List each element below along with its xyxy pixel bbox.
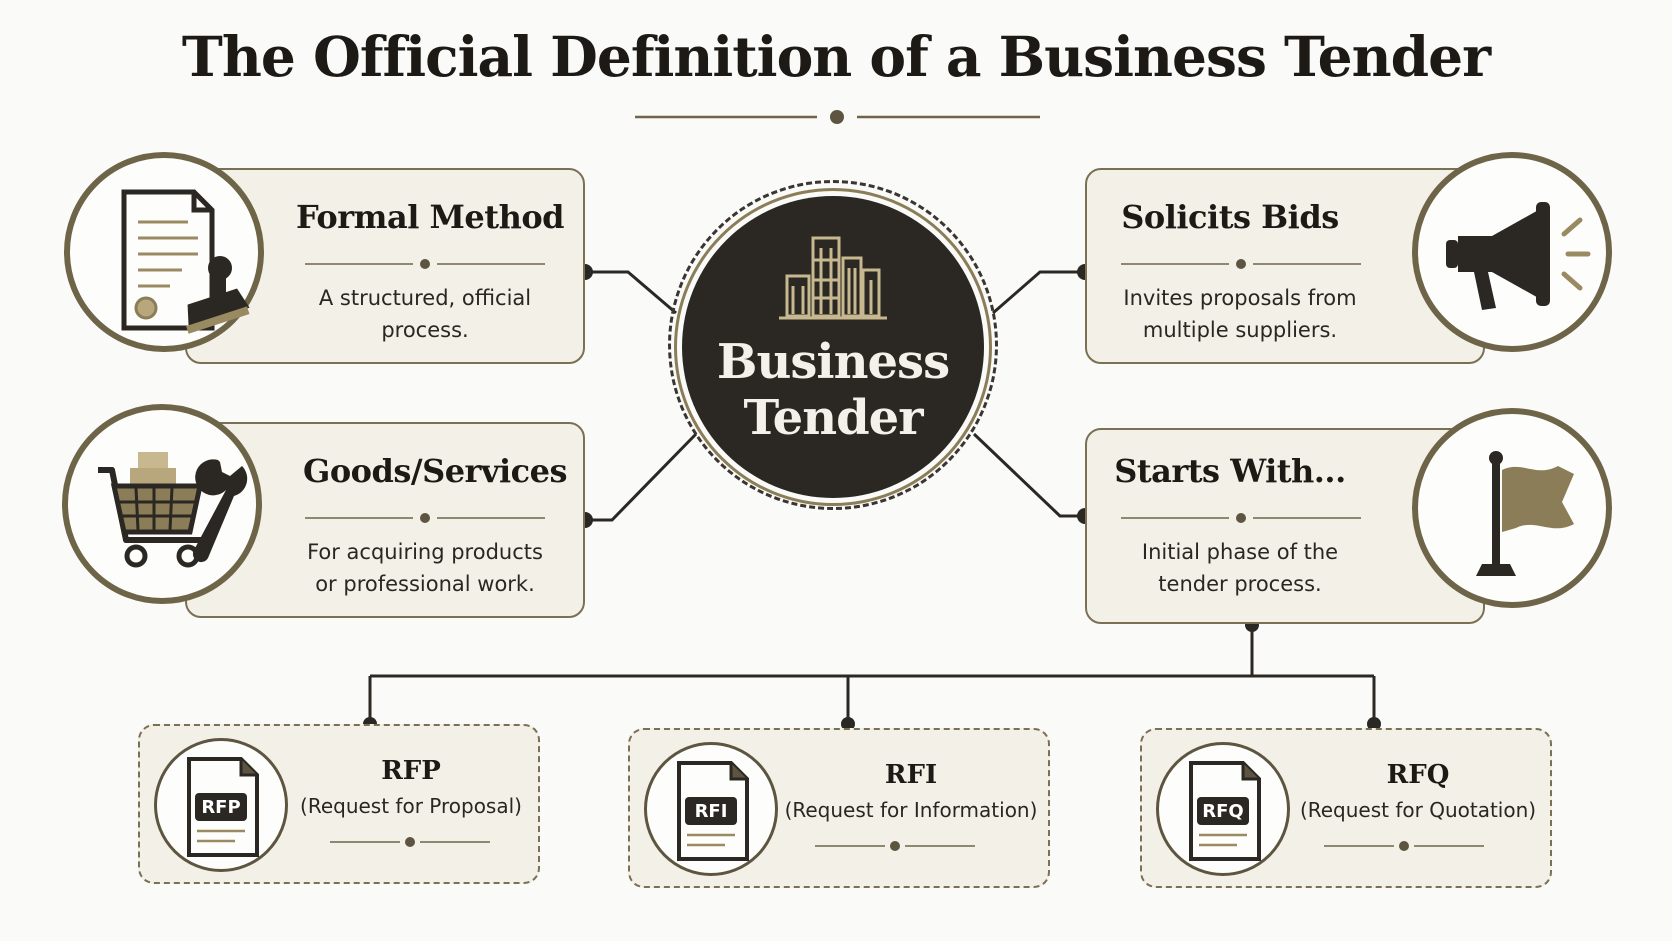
- request-card-rfi: RFI RFI (Request for Information): [628, 728, 1050, 888]
- request-subtitle: (Request for Information): [784, 798, 1038, 822]
- doc-icon-circle: RFQ: [1156, 742, 1290, 876]
- request-card-rfq: RFQ RFQ (Request for Quotation): [1140, 728, 1552, 888]
- card-divider: [1121, 513, 1361, 523]
- card-title: Goods/Services: [302, 452, 568, 490]
- request-title: RFI: [884, 760, 938, 790]
- center-hub-dashed-ring: [668, 180, 998, 510]
- title-divider: [635, 110, 1040, 124]
- card-divider: [1121, 259, 1361, 269]
- card-description: Initial phase of the tender process.: [1141, 540, 1339, 596]
- card-divider: [305, 259, 545, 269]
- shopping-cart-wrench-icon: [98, 452, 248, 568]
- doc-divider: [815, 841, 975, 851]
- page-title: The Official Definition of a Business Te…: [181, 24, 1491, 89]
- doc-icon-circle: RFP: [154, 738, 288, 872]
- doc-icon-circle: RFI: [644, 742, 778, 876]
- card-title: Starts With...: [1114, 452, 1346, 490]
- card-description: A structured, official process.: [318, 286, 532, 342]
- document-icon: RFQ: [1189, 761, 1261, 861]
- document-icon: RFP: [187, 757, 259, 857]
- building-icon: [779, 236, 887, 320]
- card-goods-services: Goods/Services For acquiring products or…: [185, 422, 585, 618]
- flag-icon: [1476, 451, 1574, 576]
- document-icon: RFI: [677, 761, 749, 861]
- request-title: RFQ: [1386, 760, 1450, 790]
- card-description: Invites proposals from multiple supplier…: [1123, 286, 1357, 342]
- request-subtitle: (Request for Proposal): [300, 794, 522, 818]
- solicits-bids-icon-circle: [1412, 152, 1612, 352]
- doc-badge-label: RFP: [201, 797, 240, 818]
- goods-services-icon-circle: [62, 404, 262, 604]
- starts-with-icon-circle: [1412, 408, 1612, 608]
- megaphone-icon: [1446, 202, 1591, 310]
- request-title: RFP: [381, 756, 441, 786]
- doc-divider: [330, 837, 490, 847]
- card-description: For acquiring products or professional w…: [307, 540, 543, 596]
- card-divider: [305, 513, 545, 523]
- formal-method-icon-circle: [64, 152, 264, 352]
- request-card-rfp: RFP RFP (Request for Proposal): [138, 724, 540, 884]
- doc-divider: [1324, 841, 1484, 851]
- center-hub: Business Tender: [682, 196, 984, 498]
- card-title: Solicits Bids: [1121, 198, 1339, 236]
- doc-badge-label: RFI: [695, 801, 728, 822]
- request-subtitle: (Request for Quotation): [1299, 798, 1537, 822]
- document-stamp-icon: [121, 189, 250, 334]
- card-title: Formal Method: [295, 198, 565, 236]
- center-hub-label: Business Tender: [716, 334, 950, 446]
- doc-badge-label: RFQ: [1202, 801, 1243, 822]
